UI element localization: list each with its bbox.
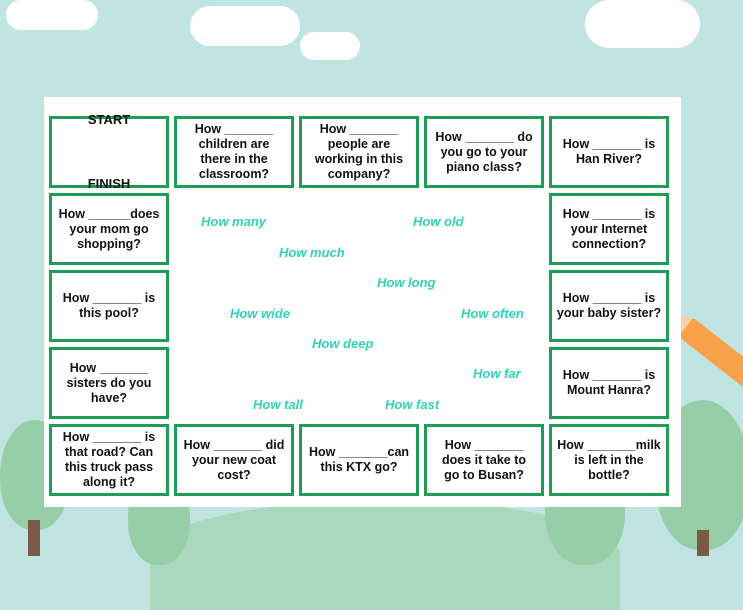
board-square[interactable]: How ______does your mom go shopping?: [49, 193, 169, 265]
cloud-icon: [6, 0, 98, 30]
board-square[interactable]: How _______ is that road? Can this truck…: [49, 424, 169, 496]
board-square[interactable]: How _______ children are there in the cl…: [174, 116, 294, 188]
board-square[interactable]: How _______ did your new coat cost?: [174, 424, 294, 496]
cloud-icon: [585, 0, 700, 48]
start-label: START: [87, 112, 131, 127]
word-bank-item: How fast: [385, 397, 440, 412]
board-square[interactable]: How _______ do you go to your piano clas…: [424, 116, 544, 188]
word-bank-item: How often: [461, 306, 524, 321]
board-square[interactable]: How _______ sisters do you have?: [49, 347, 169, 419]
word-bank-item: How old: [413, 214, 464, 229]
tree-trunk-shape: [697, 530, 709, 556]
board-square[interactable]: How _______milk is left in the bottle?: [549, 424, 669, 496]
board-square[interactable]: How _______ does it take to go to Busan?: [424, 424, 544, 496]
word-bank-item: How long: [377, 275, 436, 290]
pencil-icon: [660, 304, 743, 411]
word-bank-item: How much: [279, 245, 345, 260]
board-square[interactable]: How _______ is Han River?: [549, 116, 669, 188]
board-square[interactable]: How _______ is your baby sister?: [549, 270, 669, 342]
board-square[interactable]: How _______ is this pool?: [49, 270, 169, 342]
board-square[interactable]: How _______ is your Internet connection?: [549, 193, 669, 265]
tree-trunk-shape: [28, 520, 40, 556]
word-bank-item: How many: [201, 214, 267, 229]
finish-label: FINISH: [87, 176, 131, 191]
board-square[interactable]: How _______can this KTX go?: [299, 424, 419, 496]
cloud-icon: [190, 6, 300, 46]
cloud-icon: [300, 32, 360, 60]
board-square[interactable]: How _______ is Mount Hanra?: [549, 347, 669, 419]
word-bank-item: How wide: [230, 306, 290, 321]
game-board: START FINISH How _______ children are th…: [44, 97, 681, 507]
board-square[interactable]: How _______ people are working in this c…: [299, 116, 419, 188]
start-finish-square[interactable]: START FINISH: [49, 112, 169, 191]
word-bank-item: How deep: [312, 336, 374, 351]
word-bank-item: How tall: [253, 397, 303, 412]
word-bank-item: How far: [473, 366, 521, 381]
